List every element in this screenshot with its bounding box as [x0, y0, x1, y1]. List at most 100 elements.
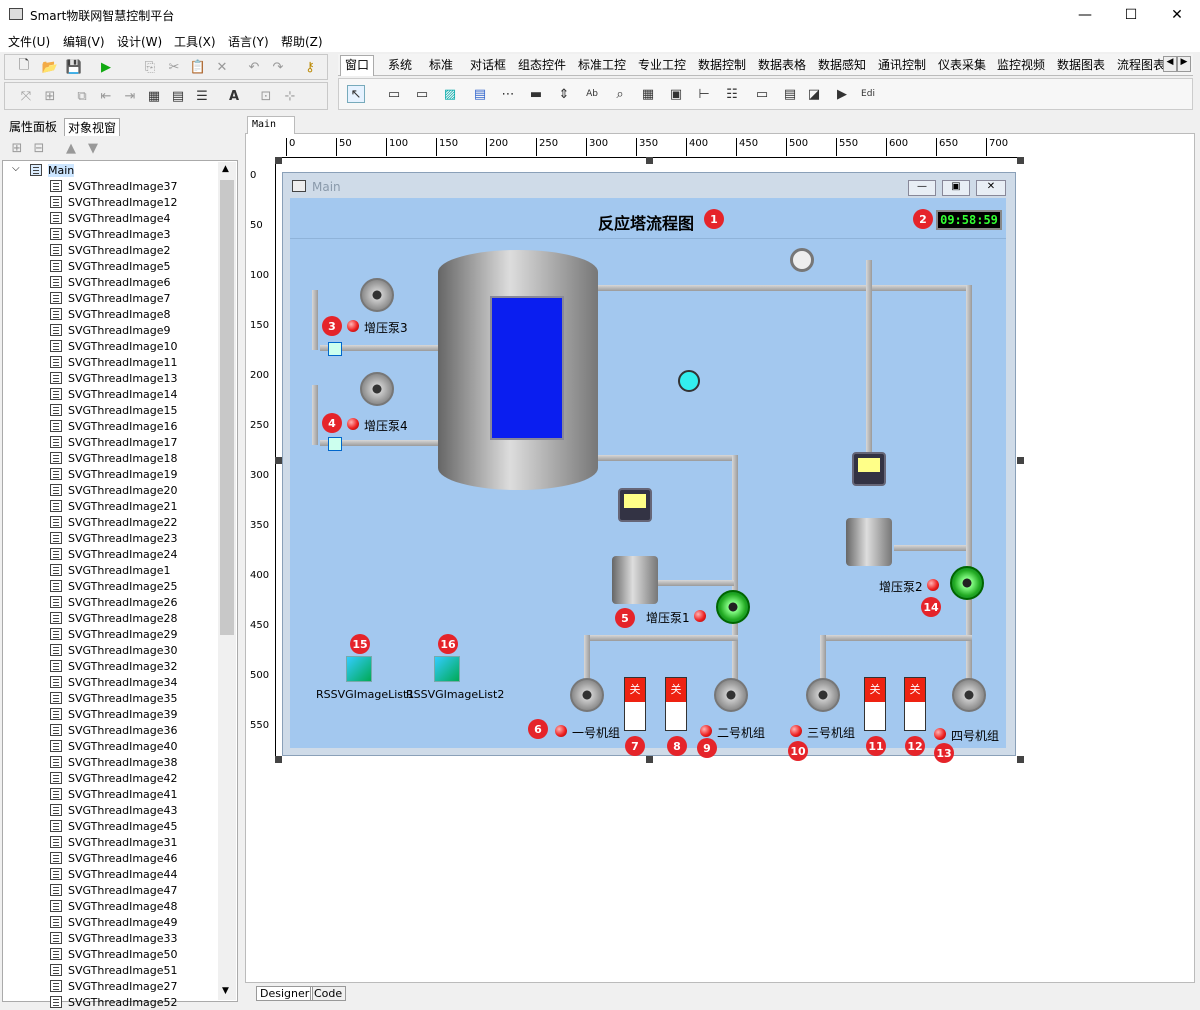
tree-item[interactable]: SVGThreadImage49 — [50, 914, 178, 930]
tree-item[interactable]: SVGThreadImage37 — [50, 178, 178, 194]
tree-item[interactable]: SVGThreadImage25 — [50, 578, 178, 594]
tab-data-control[interactable]: 数据控制 — [698, 58, 747, 72]
resize-handle[interactable] — [1017, 157, 1024, 164]
tree-item[interactable]: SVGThreadImage51 — [50, 962, 178, 978]
tree-item[interactable]: SVGThreadImage19 — [50, 466, 178, 482]
tab-code[interactable]: Code — [310, 986, 347, 1001]
move-up-icon[interactable]: ▲ — [66, 140, 76, 156]
splitter-icon[interactable]: ⋯ — [501, 86, 515, 102]
tab-properties[interactable]: 属性面板 — [9, 120, 58, 134]
snap-icon[interactable]: ⊹ — [284, 88, 296, 104]
memo-icon[interactable]: ▤ — [783, 86, 797, 102]
resize-handle[interactable] — [1017, 457, 1024, 464]
tree-item[interactable]: SVGThreadImage45 — [50, 818, 178, 834]
delete-icon[interactable]: ✕ — [216, 59, 228, 75]
resize-icon[interactable]: ⊡ — [260, 88, 272, 104]
cut-icon[interactable]: ✂ — [168, 59, 180, 75]
tree-item[interactable]: SVGThreadImage43 — [50, 802, 178, 818]
undo-icon[interactable]: ↶ — [248, 59, 260, 75]
unit-3-pump[interactable] — [806, 678, 840, 712]
form-minimize-button[interactable]: — — [908, 180, 936, 196]
progress-icon[interactable]: ▬ — [529, 86, 543, 102]
tab-designer[interactable]: Designer — [256, 986, 314, 1001]
tree-item[interactable]: SVGThreadImage46 — [50, 850, 178, 866]
tree-item[interactable]: SVGThreadImage7 — [50, 290, 171, 306]
tab-comm-control[interactable]: 通讯控制 — [878, 58, 927, 72]
maximize-button[interactable]: ☐ — [1124, 7, 1138, 23]
dialog-icon[interactable]: ◪ — [807, 86, 821, 102]
updown-icon[interactable]: ⇕ — [558, 86, 570, 102]
menu-tools[interactable]: 工具(X) — [174, 35, 216, 49]
tree-item[interactable]: SVGThreadImage5 — [50, 258, 171, 274]
tree-item[interactable]: SVGThreadImage26 — [50, 594, 178, 610]
tree-item[interactable]: SVGThreadImage27 — [50, 978, 178, 994]
tab-scroll-left-icon[interactable]: ◀ — [1163, 56, 1177, 72]
tree-item[interactable]: SVGThreadImage4 — [50, 210, 171, 226]
edit-icon[interactable]: ▭ — [755, 86, 769, 102]
tree-item[interactable]: SVGThreadImage31 — [50, 834, 178, 850]
tab-pro-industrial[interactable]: 专业工控 — [638, 58, 687, 72]
layers-icon[interactable]: ▤ — [171, 88, 185, 104]
tree-item[interactable]: SVGThreadImage23 — [50, 530, 178, 546]
tree-item[interactable]: SVGThreadImage15 — [50, 402, 178, 418]
play-icon[interactable]: ▶ — [837, 86, 847, 102]
tree-item[interactable]: SVGThreadImage34 — [50, 674, 178, 690]
tab-data-chart[interactable]: 数据图表 — [1057, 58, 1106, 72]
resize-handle[interactable] — [646, 157, 653, 164]
tree-item[interactable]: SVGThreadImage40 — [50, 738, 178, 754]
copy-icon[interactable]: ⎘ — [144, 59, 156, 75]
tab-standard[interactable]: 标准 — [429, 58, 454, 72]
resize-handle[interactable] — [1017, 756, 1024, 763]
panel-icon[interactable]: ▭ — [387, 86, 401, 102]
tree-item[interactable]: SVGThreadImage8 — [50, 306, 171, 322]
editor-icon[interactable]: Edi — [861, 89, 875, 99]
tree-item[interactable]: SVGThreadImage29 — [50, 626, 178, 642]
tree-item[interactable]: SVGThreadImage6 — [50, 274, 171, 290]
paste-icon[interactable]: 📋 — [189, 59, 207, 75]
tree-collapse-icon[interactable]: ⌵ — [12, 163, 20, 174]
redo-icon[interactable]: ↷ — [272, 59, 284, 75]
image-list-2-icon[interactable] — [434, 656, 460, 682]
tree-item[interactable]: SVGThreadImage10 — [50, 338, 178, 354]
menu-edit[interactable]: 编辑(V) — [63, 35, 105, 49]
tab-config-controls[interactable]: 组态控件 — [518, 58, 567, 72]
tree-item[interactable]: SVGThreadImage22 — [50, 514, 178, 530]
menu-help[interactable]: 帮助(Z) — [281, 35, 323, 49]
tree-item[interactable]: SVGThreadImage9 — [50, 322, 171, 338]
tab-flowchart[interactable]: 流程图表 — [1117, 58, 1166, 72]
tree-item[interactable]: SVGThreadImage13 — [50, 370, 178, 386]
tree-item[interactable]: SVGThreadImage20 — [50, 482, 178, 498]
switch-8[interactable]: 关 — [665, 677, 687, 731]
tree-item[interactable]: SVGThreadImage50 — [50, 946, 178, 962]
tree-item[interactable]: SVGThreadImage33 — [50, 930, 178, 946]
tree-item[interactable]: SVGThreadImage14 — [50, 386, 178, 402]
resize-handle[interactable] — [275, 457, 282, 464]
menu-file[interactable]: 文件(U) — [8, 35, 51, 49]
resize-handle[interactable] — [275, 157, 282, 164]
tree-item[interactable]: SVGThreadImage38 — [50, 754, 178, 770]
groupbox-icon[interactable]: ▭ — [415, 86, 429, 102]
tree-root[interactable]: Main — [30, 162, 75, 178]
tree-item[interactable]: SVGThreadImage41 — [50, 786, 178, 802]
form-close-button[interactable]: ✕ — [976, 180, 1006, 196]
tree-item[interactable]: SVGThreadImage1 — [50, 562, 171, 578]
pump-1[interactable] — [716, 590, 750, 624]
tree-item[interactable]: SVGThreadImage21 — [50, 498, 178, 514]
tab-window[interactable]: 窗口 — [340, 55, 375, 76]
image-list-1-icon[interactable] — [346, 656, 372, 682]
tab-instrument[interactable]: 仪表采集 — [938, 58, 987, 72]
tab-data-sensing[interactable]: 数据感知 — [818, 58, 867, 72]
form-icon[interactable]: ▣ — [669, 86, 683, 102]
switch-7[interactable]: 关 — [624, 677, 646, 731]
tree-item[interactable]: SVGThreadImage52 — [50, 994, 178, 1010]
tab-video[interactable]: 监控视频 — [997, 58, 1046, 72]
resize-handle[interactable] — [275, 756, 282, 763]
tab-object-view[interactable]: 对象视窗 — [64, 118, 121, 136]
tree-item[interactable]: SVGThreadImage24 — [50, 546, 178, 562]
grid-view-icon[interactable]: ▦ — [641, 86, 655, 102]
align-icon[interactable]: ⤧ — [20, 88, 32, 104]
pointer-icon[interactable]: ↖ — [347, 85, 365, 103]
scroll-down-icon[interactable]: ▼ — [222, 986, 229, 996]
open-folder-icon[interactable]: 📂 — [41, 59, 59, 75]
expand-all-icon[interactable]: ⊞ — [11, 140, 23, 156]
